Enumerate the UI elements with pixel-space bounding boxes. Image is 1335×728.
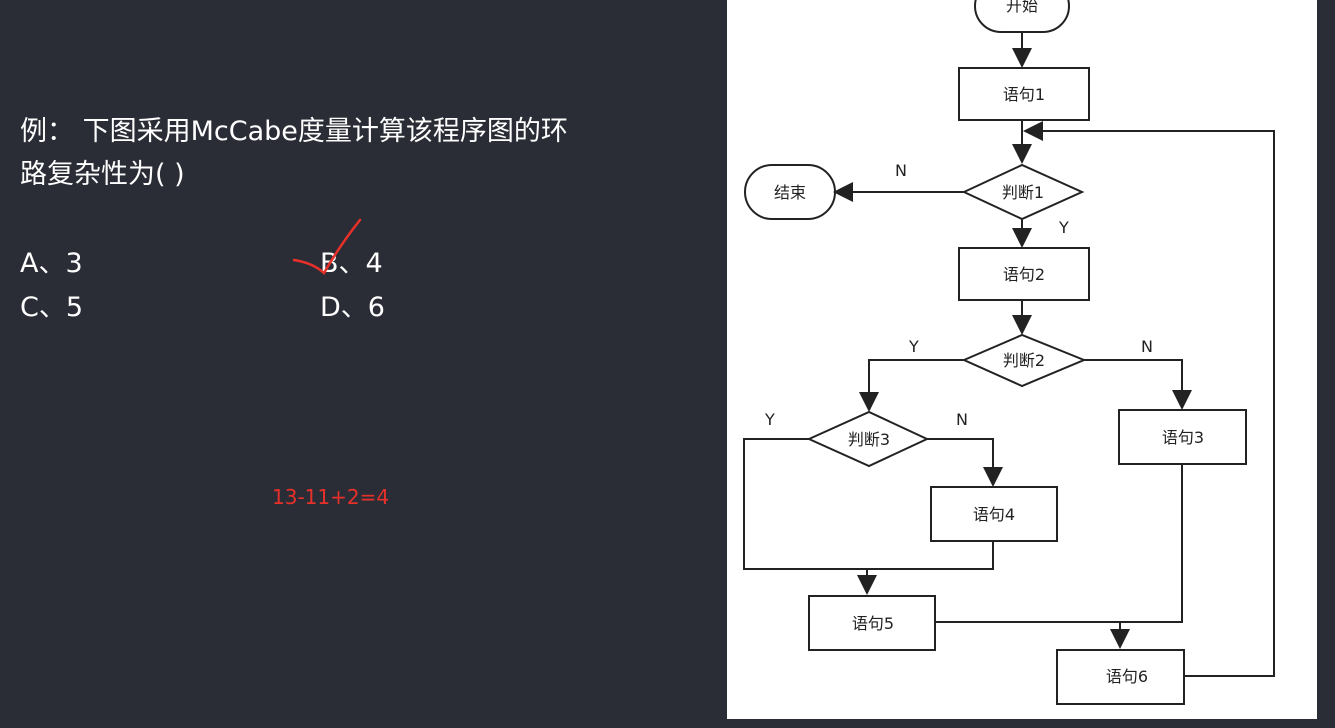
option-d: D、6 — [320, 292, 385, 323]
edge-label-n2: N — [1141, 337, 1153, 356]
stmt6-label: 语句6 — [1106, 667, 1148, 686]
stmt1-label: 语句1 — [1003, 85, 1045, 104]
end-node — [744, 164, 836, 220]
edge-label-y1: Y — [1058, 218, 1069, 237]
stmt1-box — [958, 67, 1090, 121]
question-line-1: 例： 下图采用McCabe度量计算该程序图的环 — [20, 116, 568, 147]
stmt5-label: 语句5 — [852, 614, 894, 633]
start-label: 开始 — [1006, 0, 1038, 15]
question-line-2: 路复杂性为( ) — [20, 159, 185, 190]
judge1-diamond — [961, 163, 1085, 221]
stmt3-label: 语句3 — [1162, 428, 1204, 447]
edge-label-y2: Y — [908, 337, 919, 356]
flowchart-panel: 开始 语句1 判断1 结束 语句2 判断2 判断3 语句3 语句4 语句5 语句… — [727, 0, 1317, 719]
stmt2-label: 语句2 — [1003, 265, 1045, 284]
edge-label-n3: N — [956, 410, 968, 429]
judge2-label: 判断2 — [1003, 351, 1045, 370]
judge1-label: 判断1 — [1002, 183, 1044, 202]
flowchart: 开始 语句1 判断1 结束 语句2 判断2 判断3 语句3 语句4 语句5 语句… — [743, 0, 1275, 705]
judge3-label: 判断3 — [848, 430, 890, 449]
stmt2-box — [958, 247, 1090, 301]
formula-annotation: 13-11+2=4 — [272, 485, 390, 509]
option-a: A、3 — [20, 248, 83, 279]
stmt4-label: 语句4 — [973, 505, 1015, 524]
checkmark-annotation — [292, 218, 362, 275]
end-label: 结束 — [774, 183, 806, 202]
option-c: C、5 — [20, 292, 84, 323]
question-text: 例： 下图采用McCabe度量计算该程序图的环 路复杂性为( ) — [20, 110, 620, 196]
edge-label-n1: N — [895, 161, 907, 180]
edge-label-y3: Y — [764, 410, 775, 429]
